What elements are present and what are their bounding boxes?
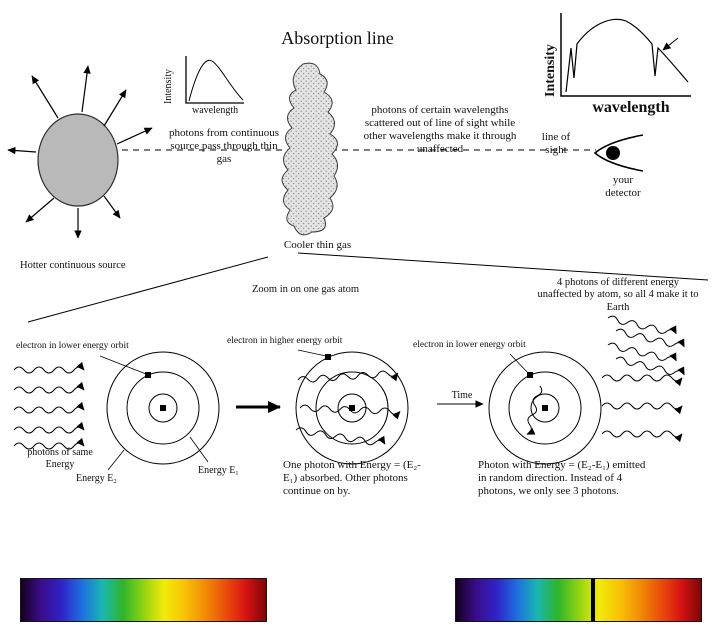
atom-2 [295,349,409,465]
absorption-line-mark [590,579,595,621]
nucleus [349,405,355,411]
incoming-photon-arrows [13,361,85,450]
outgoing-photon-arrows [601,374,683,443]
atom2-caption: One photon with Energy = (E₂-E₁) absorbe… [283,459,421,497]
continuous-source-star [7,65,153,239]
same-energy-photons-label: photons of same Energy [27,447,93,470]
photons-from-source-note: photons from continuous source pass thro… [169,127,279,165]
unaffected-photons-note: 4 photons of different energy unaffected… [537,277,699,313]
energy-e2-label: Energy E₂ [76,473,117,484]
line-of-sight-label: line of sight [541,131,571,156]
absorption-spectrum-bar [455,578,702,622]
atom1-electron-label: electron in lower energy orbit [16,341,129,351]
nucleus [542,405,548,411]
atom3-electron-label: electron in lower energy orbit [413,340,526,350]
electron [527,372,533,378]
source-graph-ylabel: Intensity [163,69,174,104]
detected-graph-ylabel: Intensity [543,44,558,97]
energy-e1-label: Energy E₁ [198,465,239,476]
nucleus [160,405,166,411]
unaffected-photon-arrows [607,315,685,376]
zoom-label: Zoom in on one gas atom [251,284,360,295]
electron [145,372,151,378]
atom2-electron-label: electron in higher energy orbit [227,336,343,346]
radiation-arrows [7,65,153,239]
detected-spectrum-graph [560,13,691,97]
passing-photon-arrows [295,370,401,446]
eye-icon [593,134,644,172]
continuous-spectrum-bar [20,578,267,622]
source-graph-xlabel: wavelength [192,105,239,116]
diagram-title: Absorption line [281,28,394,48]
hotter-source-label: Hotter continuous source [20,260,126,271]
electron [325,354,331,360]
cooler-gas-label: Cooler thin gas [283,239,352,251]
atom-1 [99,351,220,471]
atom-3 [488,351,683,465]
source-spectrum-graph [185,56,244,104]
emitted-photon-arrow [526,385,543,435]
zoom-fan-lines [27,252,709,323]
atom3-caption: Photon with Energy = (E₂-E₁) emitted in … [478,459,646,497]
absorption-dip-pointer-arrow [662,37,679,51]
detected-graph-xlabel: wavelength [592,99,670,116]
gas-cloud [281,62,338,236]
detector-label: your detector [605,174,641,199]
scattering-note: photons of certain wavelengths scattered… [363,104,517,155]
time-label: Time [451,390,473,401]
